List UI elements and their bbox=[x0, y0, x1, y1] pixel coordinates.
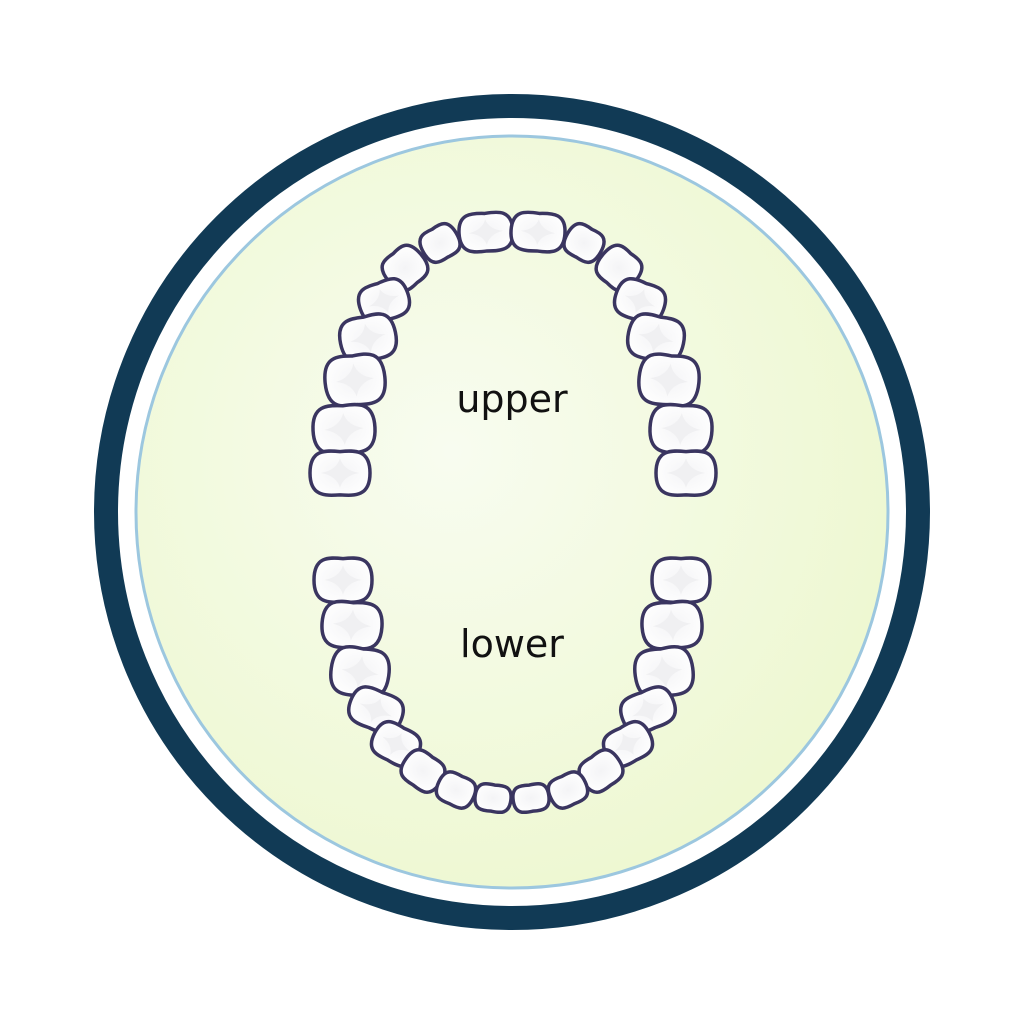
upper-tooth-cusp bbox=[350, 323, 386, 353]
upper-tooth-16 bbox=[654, 449, 718, 497]
chart-background bbox=[136, 136, 888, 888]
upper-tooth-outline bbox=[418, 221, 462, 265]
upper-tooth-8 bbox=[612, 277, 668, 326]
lower-tooth-15 bbox=[473, 781, 513, 815]
upper-arch-label: upper bbox=[456, 377, 568, 421]
upper-tooth-cusp bbox=[638, 323, 674, 353]
upper-tooth-15 bbox=[308, 449, 372, 497]
upper-tooth-12 bbox=[637, 352, 701, 408]
upper-tooth-cusp bbox=[368, 288, 400, 314]
lower-tooth-cusp bbox=[631, 698, 665, 722]
lower-tooth-cusp bbox=[324, 565, 362, 595]
upper-tooth-cusp bbox=[666, 458, 706, 488]
lower-tooth-16 bbox=[511, 781, 551, 815]
lower-tooth-5 bbox=[329, 645, 391, 700]
upper-tooth-2 bbox=[509, 210, 567, 254]
lower-tooth-12 bbox=[577, 748, 625, 794]
upper-tooth-4 bbox=[562, 221, 606, 265]
lower-tooth-cusp bbox=[359, 698, 393, 722]
lower-arch-label: lower bbox=[460, 622, 564, 666]
upper-tooth-cusp bbox=[324, 413, 364, 445]
lower-tooth-outline bbox=[546, 770, 590, 810]
upper-tooth-1 bbox=[457, 210, 515, 254]
upper-tooth-3 bbox=[418, 221, 462, 265]
lower-tooth-cusp bbox=[652, 609, 692, 641]
upper-tooth-cusp bbox=[320, 458, 360, 488]
upper-tooth-cusp bbox=[468, 219, 504, 245]
upper-tooth-14 bbox=[648, 402, 714, 456]
upper-tooth-10 bbox=[625, 312, 687, 364]
upper-tooth-cusp bbox=[624, 288, 656, 314]
lower-tooth-14 bbox=[546, 770, 590, 810]
outer-ring bbox=[94, 94, 930, 930]
lower-tooth-4 bbox=[640, 599, 704, 651]
lower-tooth-cusp bbox=[662, 565, 700, 595]
lower-tooth-3 bbox=[320, 599, 384, 651]
lower-tooth-outline bbox=[473, 781, 513, 815]
upper-tooth-cusp bbox=[335, 363, 375, 397]
upper-tooth-outline bbox=[562, 221, 606, 265]
lower-tooth-cusp bbox=[341, 656, 379, 688]
upper-tooth-11 bbox=[323, 352, 387, 408]
lower-tooth-cusp bbox=[614, 733, 642, 755]
lower-tooth-cusp bbox=[382, 733, 410, 755]
lower-arch bbox=[312, 556, 712, 815]
lower-tooth-cusp bbox=[645, 656, 683, 688]
upper-tooth-13 bbox=[311, 402, 377, 456]
lower-tooth-outline bbox=[511, 781, 551, 815]
lower-tooth-1 bbox=[312, 556, 374, 604]
upper-tooth-cusp bbox=[520, 219, 556, 245]
lower-tooth-cusp bbox=[332, 609, 372, 641]
inner-ring bbox=[134, 134, 890, 890]
upper-tooth-cusp bbox=[661, 413, 701, 445]
upper-tooth-cusp bbox=[649, 363, 689, 397]
lower-tooth-2 bbox=[650, 556, 712, 604]
lower-tooth-outline bbox=[577, 748, 625, 794]
upper-arch bbox=[308, 210, 718, 497]
